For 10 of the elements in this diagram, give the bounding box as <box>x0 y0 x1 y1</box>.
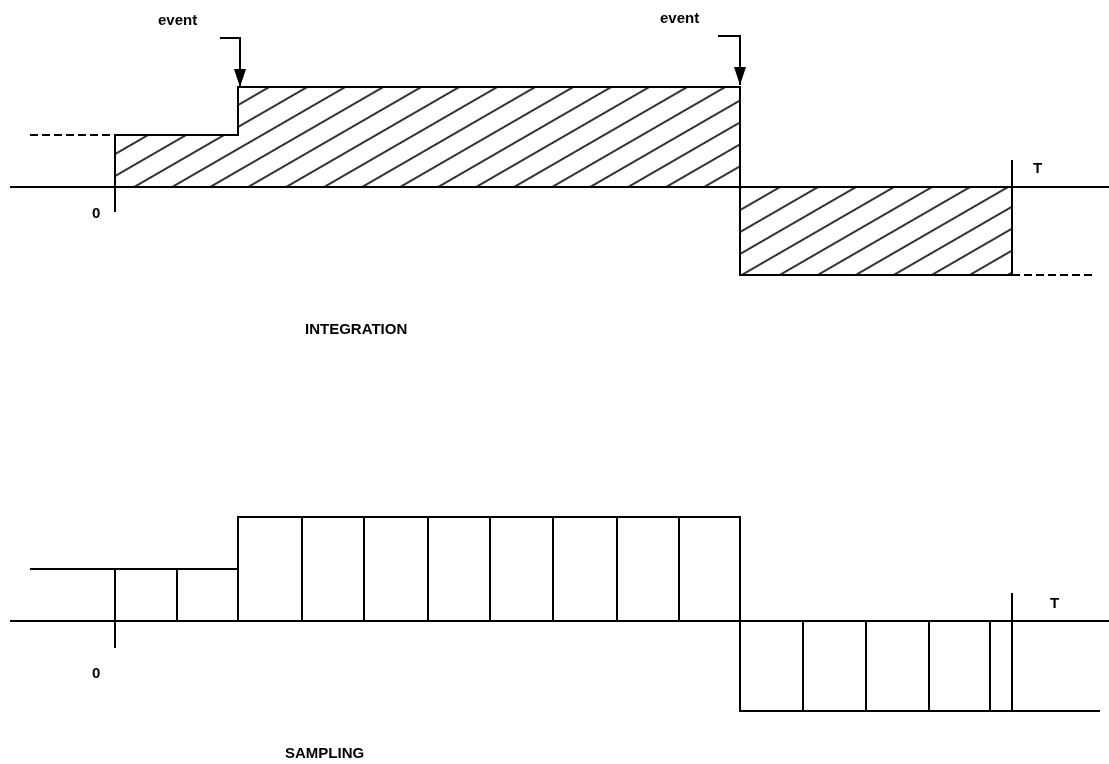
event-label: event <box>158 12 198 27</box>
event-arrow <box>219 37 246 88</box>
event-arrow <box>717 35 746 86</box>
chart-caption: INTEGRATION <box>305 321 408 336</box>
chart-caption: SAMPLING <box>285 745 365 760</box>
axis-label: 0 <box>92 205 101 220</box>
axis-label: T <box>1033 160 1043 175</box>
axis-label: T <box>1050 595 1060 610</box>
event-label: event <box>660 10 700 25</box>
axis-label: 0 <box>92 665 101 680</box>
